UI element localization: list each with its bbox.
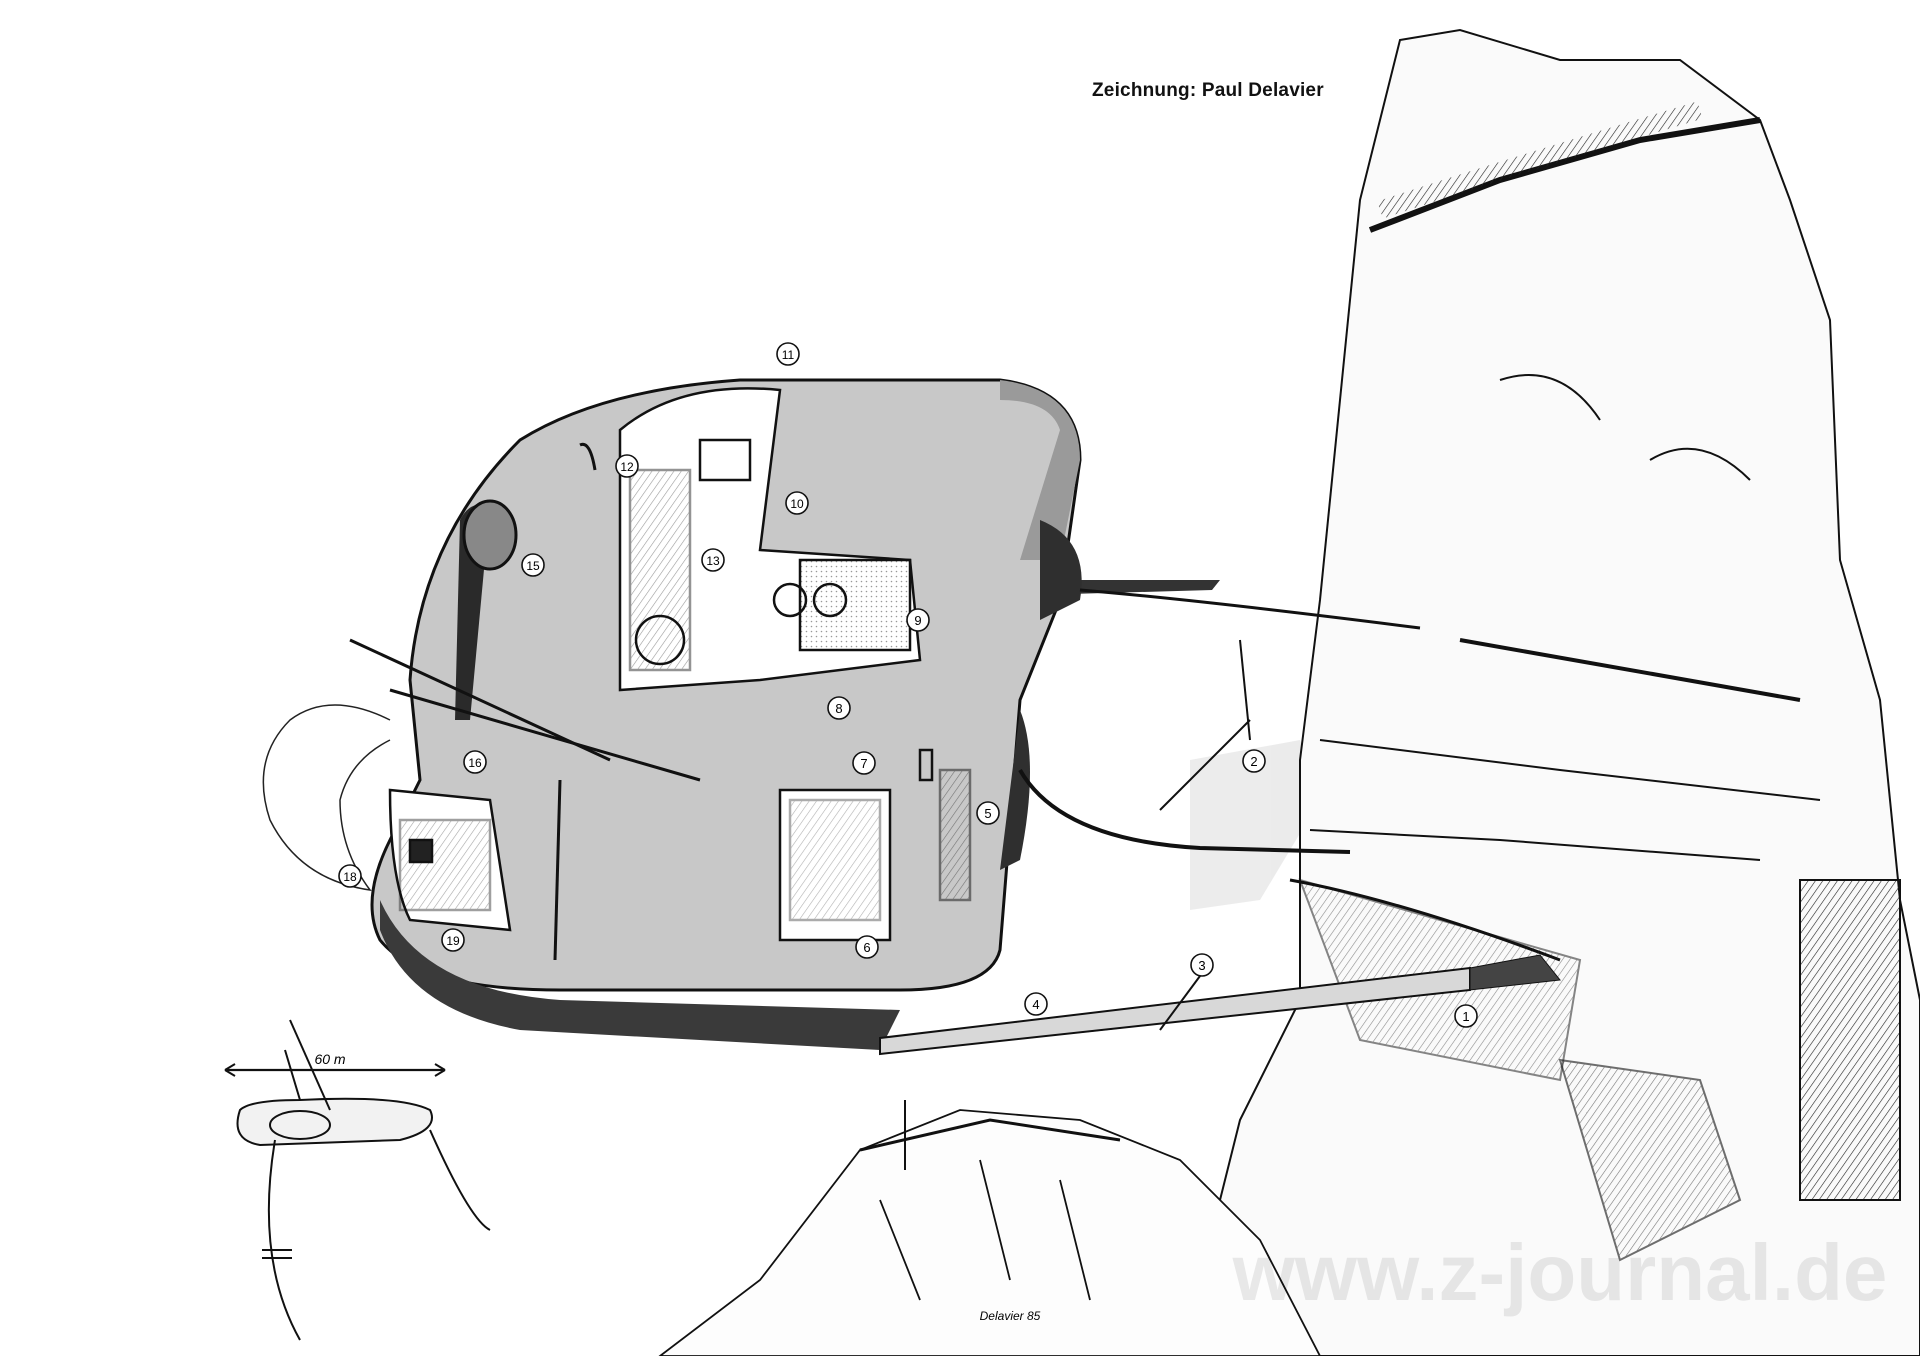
svg-text:8: 8	[835, 701, 842, 716]
callout-4: 4	[1024, 992, 1048, 1016]
upper-strut	[1070, 580, 1220, 594]
callout-15: 15	[521, 553, 545, 577]
callout-1: 1	[1454, 1004, 1478, 1028]
callout-2: 2	[1242, 749, 1266, 773]
svg-text:4: 4	[1032, 997, 1039, 1012]
svg-text:19: 19	[446, 934, 460, 948]
svg-text:13: 13	[706, 554, 720, 568]
callout-7: 7	[852, 751, 876, 775]
callout-6: 6	[855, 935, 879, 959]
callout-3: 3	[1190, 953, 1214, 977]
callout-8: 8	[827, 696, 851, 720]
svg-text:7: 7	[860, 756, 867, 771]
mountain	[657, 1100, 1322, 1357]
callout-5: 5	[976, 801, 1000, 825]
watermark-text: www.z-journal.de	[1232, 1228, 1888, 1317]
svg-text:9: 9	[914, 613, 921, 628]
callout-13: 13	[701, 548, 725, 572]
svg-text:16: 16	[468, 756, 482, 770]
svg-text:2: 2	[1250, 754, 1257, 769]
leader-lines	[1159, 639, 1251, 1031]
svg-text:3: 3	[1198, 958, 1205, 973]
exhaust-cloud	[262, 704, 391, 891]
cutaway-engine-bay	[778, 748, 972, 942]
svg-text:18: 18	[343, 870, 357, 884]
svg-text:15: 15	[526, 559, 540, 573]
callout-18: 18	[338, 864, 362, 888]
svg-text:5: 5	[984, 806, 991, 821]
signature: Delavier 85	[980, 1309, 1041, 1323]
callout-9: 9	[906, 608, 930, 632]
callout-10: 10	[785, 491, 809, 515]
scale-inset	[224, 1019, 491, 1341]
cutaway-upper	[618, 387, 922, 692]
svg-text:6: 6	[863, 940, 870, 955]
credit-text: Zeichnung: Paul Delavier	[1092, 80, 1324, 101]
vessel-hull	[349, 378, 1082, 1050]
callout-11: 11	[776, 342, 800, 366]
svg-text:1: 1	[1462, 1009, 1469, 1024]
callout-16: 16	[463, 750, 487, 774]
cutaway-rear	[388, 788, 512, 932]
svg-text:10: 10	[790, 497, 804, 511]
svg-text:12: 12	[620, 460, 634, 474]
scale-label: 60 m	[314, 1051, 345, 1067]
callout-19: 19	[441, 928, 465, 952]
svg-text:11: 11	[782, 348, 795, 362]
callout-12: 12	[615, 454, 639, 478]
